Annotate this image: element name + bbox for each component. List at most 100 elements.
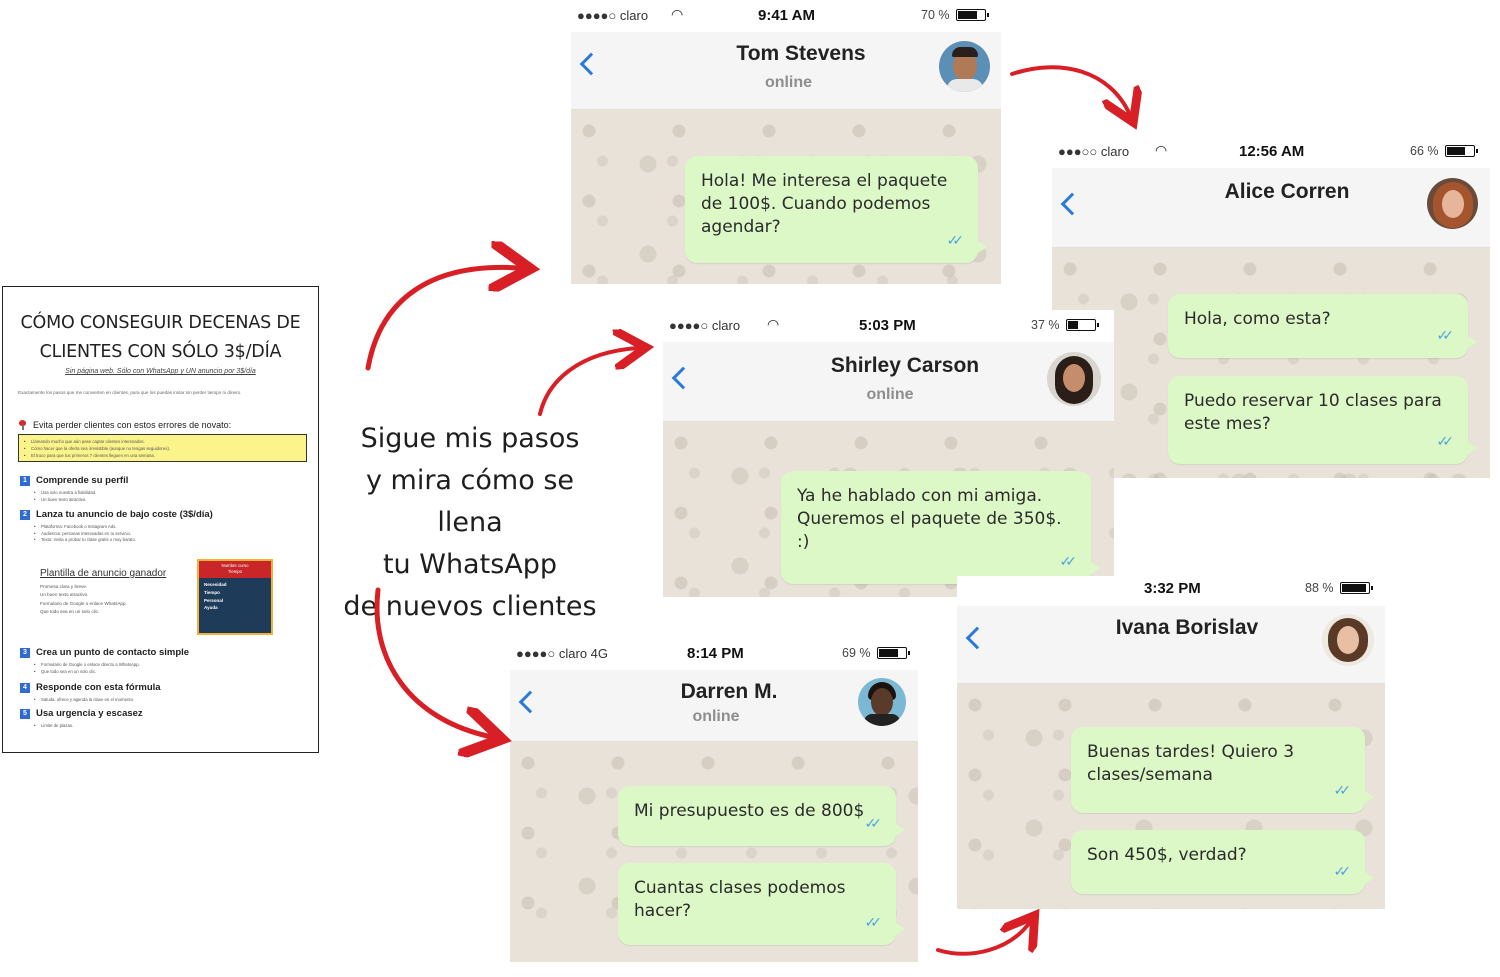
section-5-heading: 5 Usa urgencia y escasez: [20, 708, 143, 719]
section-label: Usa urgencia y escasez: [36, 708, 143, 719]
error-item: Cómo hacer que la oferta sea irresistibl…: [24, 445, 306, 452]
message-text: Son 450$, verdad?: [1087, 845, 1247, 865]
chat-header: Shirley Carson online: [663, 342, 1114, 422]
bullet-item: Que todo sea en un solo clic.: [34, 669, 140, 676]
cta-line: Sigue mis pasos: [360, 423, 580, 454]
carrier-signal: ●●●●○ claro 4G: [516, 646, 609, 661]
read-checkmarks-icon: ✓✓: [1333, 864, 1352, 880]
bullet-item: Limite de plazas.: [34, 723, 73, 730]
carrier-signal: ●●●○○ claro: [1058, 144, 1130, 159]
wifi-icon: ◠: [671, 6, 684, 22]
pushpin-icon: [18, 420, 28, 430]
battery-indicator: 70 %: [921, 8, 989, 22]
status-time: 9:41 AM: [758, 7, 815, 24]
document-title: CÓMO CONSEGUIR DECENAS DE CLIENTES CON S…: [3, 309, 318, 367]
contact-avatar[interactable]: [1427, 178, 1478, 229]
battery-indicator: 88 %: [1305, 581, 1373, 595]
read-checkmarks-icon: ✓✓: [1059, 554, 1078, 570]
message-bubble: Ya he hablado con mi amiga. Queremos el …: [781, 471, 1100, 584]
chat-area: Hola! Me interesa el paquete de 100$. Cu…: [571, 110, 1001, 284]
message-text: Puedo reservar 10 clases para este mes?: [1184, 391, 1442, 434]
bullet-item: Un buen texto atractivo.: [34, 497, 96, 504]
warning-text: Evita perder clientes con estos errores …: [33, 420, 232, 430]
message-bubble: Hola! Me interesa el paquete de 100$. Cu…: [685, 156, 987, 263]
section-label: Crea un punto de contacto simple: [36, 647, 190, 658]
document-intro: Exactamente los pasos que me convierten …: [18, 390, 242, 395]
chat-area: Ya he hablado con mi amiga. Queremos el …: [663, 422, 1114, 597]
arrow-to-tom: [365, 267, 520, 371]
chat-header: Alice Corren: [1052, 168, 1490, 248]
contact-avatar[interactable]: [1322, 614, 1374, 666]
status-bar: ●●●●○ claro ◠ 5:03 PM 37 %: [663, 310, 1114, 342]
ad-line: Tiempo: [204, 589, 220, 595]
document-title-line2: CLIENTES CON SÓLO 3$/DÍA: [39, 342, 282, 362]
message-text: Cuantas clases podemos hacer?: [634, 878, 846, 921]
guide-document: CÓMO CONSEGUIR DECENAS DE CLIENTES CON S…: [2, 286, 319, 753]
battery-percent: 69 %: [842, 646, 871, 660]
contact-avatar[interactable]: [858, 678, 906, 726]
section-1-bullets: Usa solo nuestra a fiabilidad. Un buen t…: [34, 490, 96, 504]
section-3-bullets: Formulario de Google o enlace directo a …: [34, 662, 140, 676]
read-checkmarks-icon: ✓✓: [1333, 783, 1352, 799]
read-checkmarks-icon: ✓✓: [1436, 434, 1455, 450]
contact-avatar[interactable]: [1047, 352, 1101, 406]
section-number-badge: 2: [20, 509, 30, 520]
battery-percent: 70 %: [921, 8, 950, 22]
ad-template-card: Nombre curso Tiempo Necesidad Tiempo Per…: [197, 559, 273, 635]
battery-indicator: 66 %: [1410, 144, 1478, 158]
contact-status: online: [764, 74, 813, 91]
chat-screenshot-darren: ●●●●○ claro 4G 8:14 PM 69 % Darren M. on…: [510, 638, 918, 962]
error-item: El truco para que tus primeros 7 cliente…: [24, 452, 306, 459]
battery-icon: [1444, 145, 1478, 157]
chat-screenshot-shirley: ●●●●○ claro ◠ 5:03 PM 37 % Shirley Carso…: [663, 310, 1114, 597]
section-number-badge: 4: [20, 682, 30, 693]
message-bubble: Puedo reservar 10 clases para este mes? …: [1168, 376, 1477, 464]
chat-header: Ivana Borislav: [957, 606, 1385, 684]
call-to-action-text: Sigue mis pasos y mira cómo se llena tu …: [330, 418, 610, 628]
ad-card-lines: Necesidad Tiempo Personal Ayuda: [204, 581, 227, 612]
section-label: Comprende su perfil: [36, 475, 129, 486]
template-lines: Promesa clara y breve. Un buen texto atr…: [40, 583, 127, 617]
message-text: Ya he hablado con mi amiga. Queremos el …: [797, 486, 1062, 552]
contact-status: online: [866, 386, 914, 403]
message-bubble: Son 450$, verdad? ✓✓: [1071, 830, 1374, 894]
section-1-heading: 1 Comprende su perfil: [20, 475, 128, 486]
message-bubble: Mi presupuesto es de 800$ ✓✓: [618, 786, 905, 846]
read-checkmarks-icon: ✓✓: [946, 233, 965, 249]
contact-name: Darren M.: [680, 680, 778, 703]
section-3-heading: 3 Crea un punto de contacto simple: [20, 647, 189, 658]
warning-line: Evita perder clientes con estos errores …: [18, 420, 308, 430]
ad-card-header: Nombre curso Tiempo: [199, 561, 271, 578]
cta-line: y mira cómo se llena: [365, 465, 575, 538]
section-number-badge: 3: [20, 647, 30, 658]
bullet-item: Usa solo nuestra a fiabilidad.: [34, 490, 96, 497]
bullet-item: Audiencia: personas interesadas en tu se…: [34, 531, 136, 538]
contact-name: Tom Stevens: [736, 42, 866, 65]
carrier-signal: ●●●●○ claro: [577, 8, 649, 23]
message-bubble: Hola, como esta? ✓✓: [1168, 294, 1477, 358]
chat-header: Darren M. online: [510, 670, 918, 742]
chat-area: Buenas tardes! Quiero 3 clases/semana ✓✓…: [957, 684, 1385, 909]
read-checkmarks-icon: ✓✓: [864, 816, 883, 832]
ad-header-line: Nombre curso: [221, 563, 249, 568]
bullet-item: Saluda, ofrece y agenda la clase en el m…: [34, 697, 134, 704]
section-4-heading: 4 Responde con esta fórmula: [20, 682, 161, 693]
template-line: Que todo sea en un solo clic.: [40, 609, 100, 615]
status-time: 3:32 PM: [1144, 580, 1201, 597]
battery-icon: [876, 647, 910, 659]
arrow-tom-to-alice: [1010, 65, 1130, 115]
document-subtitle: Sin página web. Sólo con WhatsApp y UN a…: [65, 368, 256, 375]
battery-percent: 66 %: [1410, 144, 1439, 158]
template-line: Un buen texto atractivo.: [40, 592, 89, 598]
template-line: Formulario de Google o enlace WhatsApp.: [40, 600, 127, 606]
status-bar: ●●●○○ claro ◠ 12:56 AM 66 %: [1052, 136, 1490, 168]
battery-indicator: 69 %: [842, 646, 910, 660]
ad-header-line: Tiempo: [227, 569, 243, 574]
carrier-signal: ●●●●○ claro: [669, 318, 741, 333]
error-item: Llamando mucho que aún pase captar clien…: [24, 438, 306, 445]
contact-name: Shirley Carson: [830, 354, 980, 377]
contact-avatar[interactable]: [939, 41, 990, 92]
contact-name: Alice Corren: [1224, 180, 1350, 203]
read-checkmarks-icon: ✓✓: [1436, 328, 1455, 344]
battery-percent: 88 %: [1305, 581, 1334, 595]
